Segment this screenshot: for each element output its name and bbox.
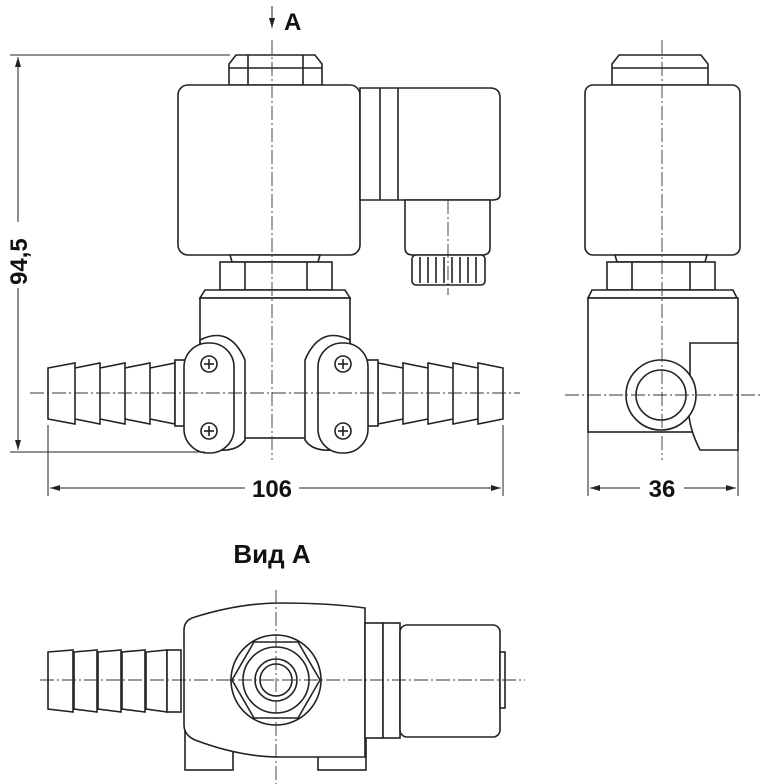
front-view <box>30 40 520 460</box>
screw-icons <box>200 355 352 440</box>
view-a <box>40 590 525 784</box>
dimension-height: 94,5 <box>6 54 230 453</box>
view-marker-label: A <box>284 9 301 36</box>
width-dimension-label: 36 <box>649 476 676 503</box>
dimension-width: 36 <box>587 432 739 503</box>
side-view <box>565 40 760 460</box>
view-a-title: Вид А <box>233 539 310 569</box>
length-dimension-label: 106 <box>252 476 292 503</box>
view-a-marker: A <box>269 6 301 36</box>
dimension-length: 106 <box>47 425 504 503</box>
height-dimension-label: 94,5 <box>6 238 33 285</box>
